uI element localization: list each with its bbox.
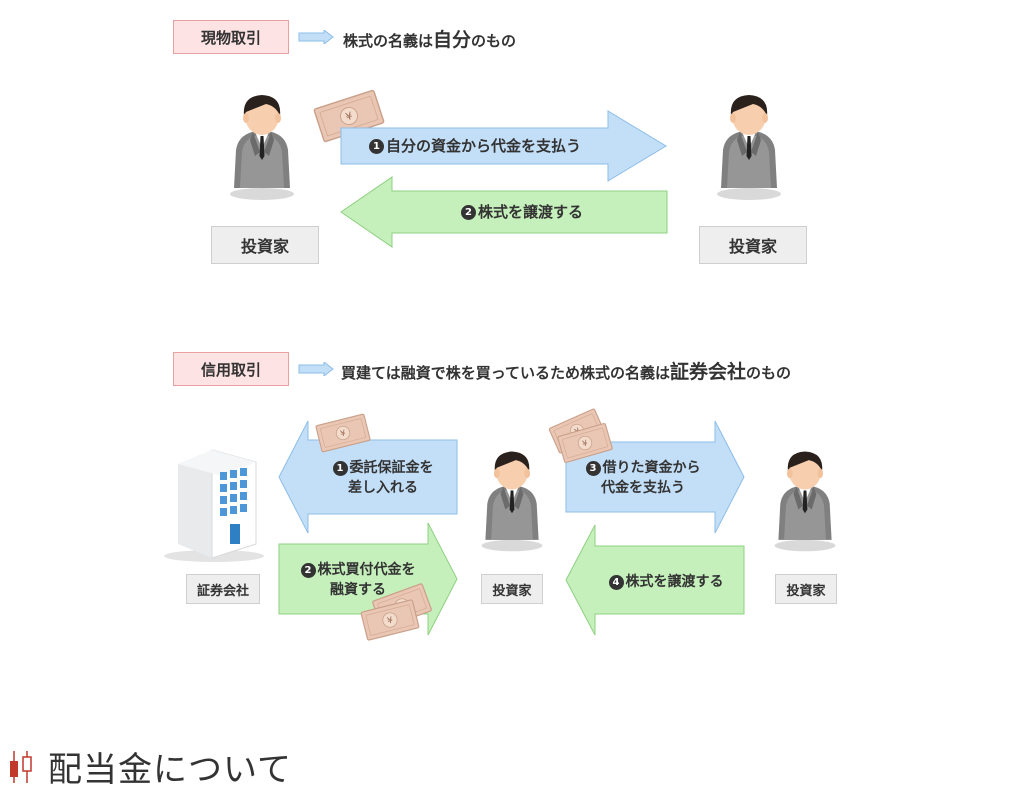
section-heading: 配当金について — [8, 742, 292, 791]
payment-text: 自分の資金から代金を支払う — [385, 137, 581, 155]
margin-trading-caption: 買建ては融資で株を買っているため株式の名義は証券会社のもの — [341, 357, 791, 384]
caption-pre: 株式の名義は — [343, 32, 434, 50]
businessman-icon — [222, 90, 302, 202]
investor-label-left: 投資家 — [211, 226, 319, 264]
caption-emphasis: 証券会社 — [669, 361, 746, 383]
businessman-icon — [709, 90, 789, 202]
candlestick-icon — [10, 750, 32, 783]
spot-trading-caption: 株式の名義は自分のもの — [343, 25, 516, 52]
margin-trading-tag-label: 信用取引 — [200, 360, 261, 379]
step-number: 2 — [460, 204, 476, 220]
investor-label-right: 投資家 — [699, 226, 807, 264]
investor-label-text: 投資家 — [240, 237, 289, 256]
margin-deposit-line2: 差し入れる — [348, 480, 418, 496]
spot-trading-tag: 現物取引 — [173, 20, 289, 54]
transfer-arrow-left — [565, 524, 745, 636]
transfer-arrow-left — [340, 176, 668, 248]
small-arrow-icon — [298, 362, 334, 376]
caption-post: のもの — [745, 364, 791, 382]
caption-emphasis: 自分 — [433, 29, 472, 51]
caption-pre: 買建ては融資で株を買っているため株式の名義は — [341, 364, 670, 382]
step-number: 1 — [368, 138, 384, 154]
securities-company-text: 証券会社 — [196, 583, 249, 599]
transfer-text: 株式を譲渡する — [477, 203, 583, 221]
small-arrow-icon — [298, 30, 334, 44]
investor-label-right: 投資家 — [775, 574, 837, 604]
transfer-text: 株式を譲渡する — [625, 574, 724, 590]
investor-label-middle: 投資家 — [481, 574, 543, 604]
investor-label-text: 投資家 — [728, 237, 777, 256]
step-number: 1 — [332, 461, 348, 476]
step-number: 2 — [300, 563, 316, 578]
section-heading-title: 配当金について — [48, 750, 292, 790]
margin-deposit-line1: 委託保証金を — [349, 460, 434, 476]
businessman-icon — [767, 446, 843, 554]
businessman-icon — [474, 446, 550, 554]
loan-line2: 融資する — [330, 582, 386, 598]
payment-arrow-right — [340, 110, 667, 182]
margin-trading-tag: 信用取引 — [173, 352, 289, 386]
step-number: 3 — [585, 461, 601, 476]
loan-line1: 株式買付代金を — [317, 562, 416, 578]
investor-label-text: 投資家 — [786, 583, 826, 599]
investor-label-text: 投資家 — [492, 583, 532, 599]
office-building-icon — [164, 449, 264, 562]
caption-post: のもの — [471, 32, 517, 50]
payment-line2: 代金を支払う — [601, 480, 685, 496]
securities-company-label: 証券会社 — [186, 574, 260, 604]
spot-trading-tag-label: 現物取引 — [200, 28, 261, 47]
step-number: 4 — [608, 574, 624, 590]
payment-line1: 借りた資金から — [602, 460, 701, 476]
